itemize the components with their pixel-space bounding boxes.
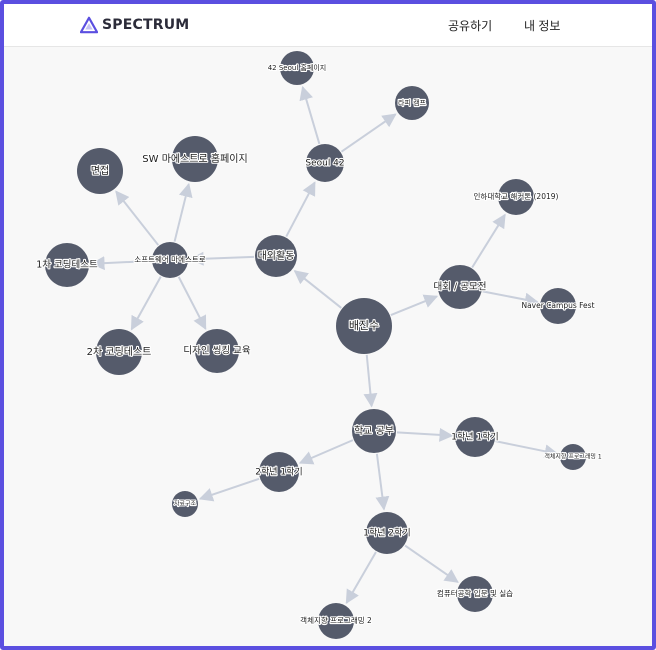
- node-circle[interactable]: [96, 329, 142, 375]
- node-circle[interactable]: [455, 417, 495, 457]
- brand-logo[interactable]: SPECTRUM: [80, 14, 189, 36]
- node-circle[interactable]: [352, 409, 396, 453]
- node-circle[interactable]: [498, 179, 534, 215]
- node-circle[interactable]: [318, 603, 354, 639]
- edge-school-y1s2: [375, 453, 390, 511]
- edge-root-ext: [293, 270, 342, 309]
- triangle-logo-icon: [80, 16, 98, 34]
- edge-ext-swm: [189, 251, 255, 266]
- node-oop1[interactable]: 객체지향 프로그래밍 1: [543, 444, 603, 470]
- node-circle[interactable]: [366, 512, 408, 554]
- edge-seoul42-42home: [299, 85, 321, 145]
- node-contest[interactable]: 대회 / 공모전: [432, 265, 488, 309]
- node-camp[interactable]: 라피 캠프: [395, 86, 429, 120]
- edge-ext-seoul42: [285, 181, 316, 238]
- node-circle[interactable]: [152, 242, 188, 278]
- node-naver[interactable]: Naver Campus Fest: [520, 288, 596, 324]
- edges-layer: [90, 85, 559, 605]
- edge-swm-test2: [130, 276, 162, 331]
- node-circle[interactable]: [172, 136, 218, 182]
- node-test1[interactable]: 1차 코딩테스트: [35, 243, 99, 287]
- node-y1s2[interactable]: 1학년 2학기: [362, 512, 412, 554]
- edge-root-school: [363, 354, 378, 408]
- node-circle[interactable]: [438, 265, 482, 309]
- top-header: SPECTRUM 공유하기 내 정보: [4, 4, 652, 47]
- node-ext[interactable]: 대외활동: [255, 235, 297, 277]
- node-intro[interactable]: 컴퓨터공학 입문 및 실습: [436, 576, 514, 612]
- node-circle[interactable]: [560, 444, 586, 470]
- node-circle[interactable]: [395, 86, 429, 120]
- node-circle[interactable]: [172, 491, 198, 517]
- node-y2s1[interactable]: 2학년 1학기: [254, 452, 304, 492]
- edge-y1s2-intro: [404, 544, 459, 583]
- node-algo[interactable]: 자료구조: [172, 491, 198, 517]
- node-root[interactable]: 배진수: [336, 298, 392, 354]
- node-school[interactable]: 학교 공부: [352, 409, 396, 453]
- node-interview[interactable]: 면접: [77, 148, 123, 194]
- edge-school-y2s1: [298, 439, 354, 465]
- edge-y1s1-oop1: [495, 440, 559, 459]
- node-design[interactable]: 디자인 씽킹 교육: [182, 329, 252, 373]
- node-circle[interactable]: [77, 148, 123, 194]
- edge-swm-swmhome: [173, 182, 193, 242]
- node-y1s1[interactable]: 1학년 1학기: [450, 417, 500, 457]
- node-circle[interactable]: [45, 243, 89, 287]
- node-seoul42[interactable]: Seoul 42: [304, 144, 346, 182]
- node-circle[interactable]: [457, 576, 493, 612]
- node-circle[interactable]: [195, 329, 239, 373]
- node-circle[interactable]: [280, 51, 314, 85]
- node-42home[interactable]: 42 Seoul 홈페이지: [267, 51, 327, 85]
- edge-y2s1-algo: [198, 477, 260, 502]
- edge-swm-design: [177, 276, 207, 331]
- node-circle[interactable]: [306, 144, 344, 182]
- edge-school-y1s1: [396, 427, 454, 442]
- node-circle[interactable]: [259, 452, 299, 492]
- edge-swm-test1: [90, 256, 152, 271]
- edge-swm-interview: [115, 190, 160, 246]
- brand-name: SPECTRUM: [102, 17, 190, 33]
- my-info-link[interactable]: 내 정보: [524, 19, 561, 33]
- edge-seoul42-camp: [340, 113, 397, 153]
- node-test2[interactable]: 2차 코딩테스트: [86, 329, 152, 375]
- node-oop2[interactable]: 객체지향 프로그래밍 2: [299, 603, 373, 639]
- edge-root-contest: [390, 294, 439, 317]
- node-inha[interactable]: 인하대학교 해커톤 (2019): [472, 179, 560, 215]
- node-swmhome[interactable]: SW 마에스트로 홈페이지: [141, 136, 249, 182]
- edge-y1s2-oop2: [345, 551, 377, 605]
- edge-contest-inha: [471, 213, 506, 269]
- edge-contest-naver: [482, 290, 539, 307]
- node-circle[interactable]: [540, 288, 576, 324]
- share-link[interactable]: 공유하기: [448, 19, 493, 33]
- node-circle[interactable]: [255, 235, 297, 277]
- node-circle[interactable]: [336, 298, 392, 354]
